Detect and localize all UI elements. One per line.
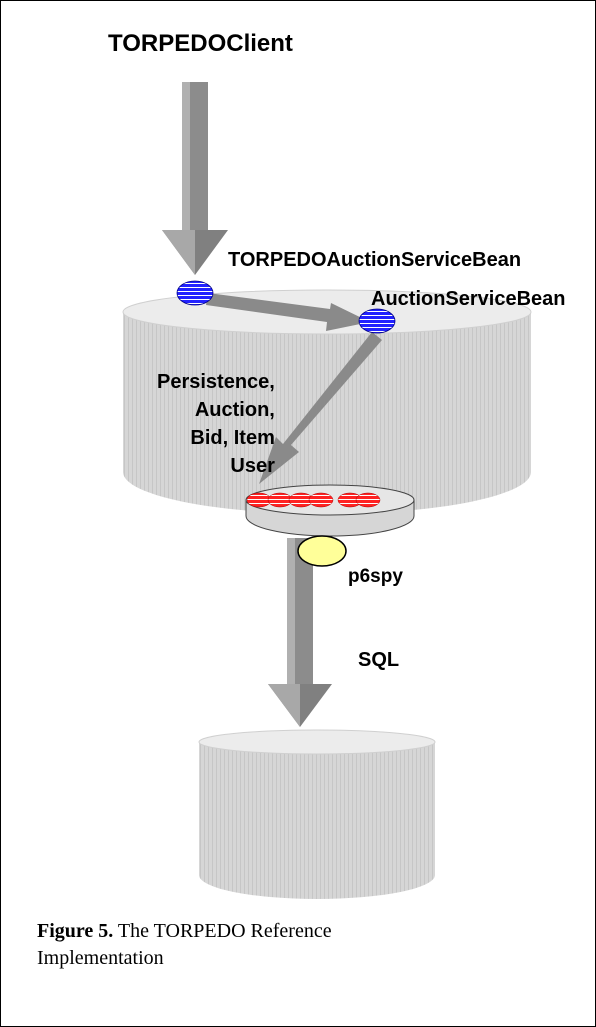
- figure-caption: Figure 5. The TORPEDO Reference Implemen…: [37, 918, 457, 972]
- bean-to-bean-arrow: [206, 293, 370, 331]
- entity-container: [245, 484, 415, 537]
- entity-node: [308, 492, 334, 508]
- entity-node: [355, 492, 381, 508]
- entity-nodes: [246, 492, 381, 508]
- entities-label-line: Auction,: [194, 399, 275, 421]
- client-arrow: [162, 82, 228, 275]
- sql-label: SQL: [358, 649, 400, 671]
- bean-to-entities-arrow: [259, 332, 382, 484]
- p6spy-label: p6spy: [348, 566, 403, 587]
- auction-service-bean-label: AuctionServiceBean: [371, 288, 566, 310]
- torpedo-bean-node: [176, 280, 214, 306]
- entity-node: [267, 492, 293, 508]
- auction-bean-node: [358, 308, 396, 334]
- entities-label-line: Bid, Item: [190, 427, 275, 449]
- entity-node: [246, 492, 272, 508]
- caption-prefix: Figure 5.: [37, 920, 114, 942]
- torpedo-auction-service-bean-label: TORPEDOAuctionServiceBean: [228, 249, 522, 271]
- entities-label-line: Persistence,: [157, 371, 275, 393]
- caption-text: The TORPEDO Reference Implementation: [37, 920, 332, 969]
- database-cylinder: [198, 729, 436, 899]
- client-label: TORPEDOClient: [108, 30, 293, 57]
- p6spy-node: [297, 535, 347, 567]
- entities-label-line: User: [230, 455, 275, 477]
- entities-label: Persistence, Auction, Bid, Item User: [157, 368, 275, 480]
